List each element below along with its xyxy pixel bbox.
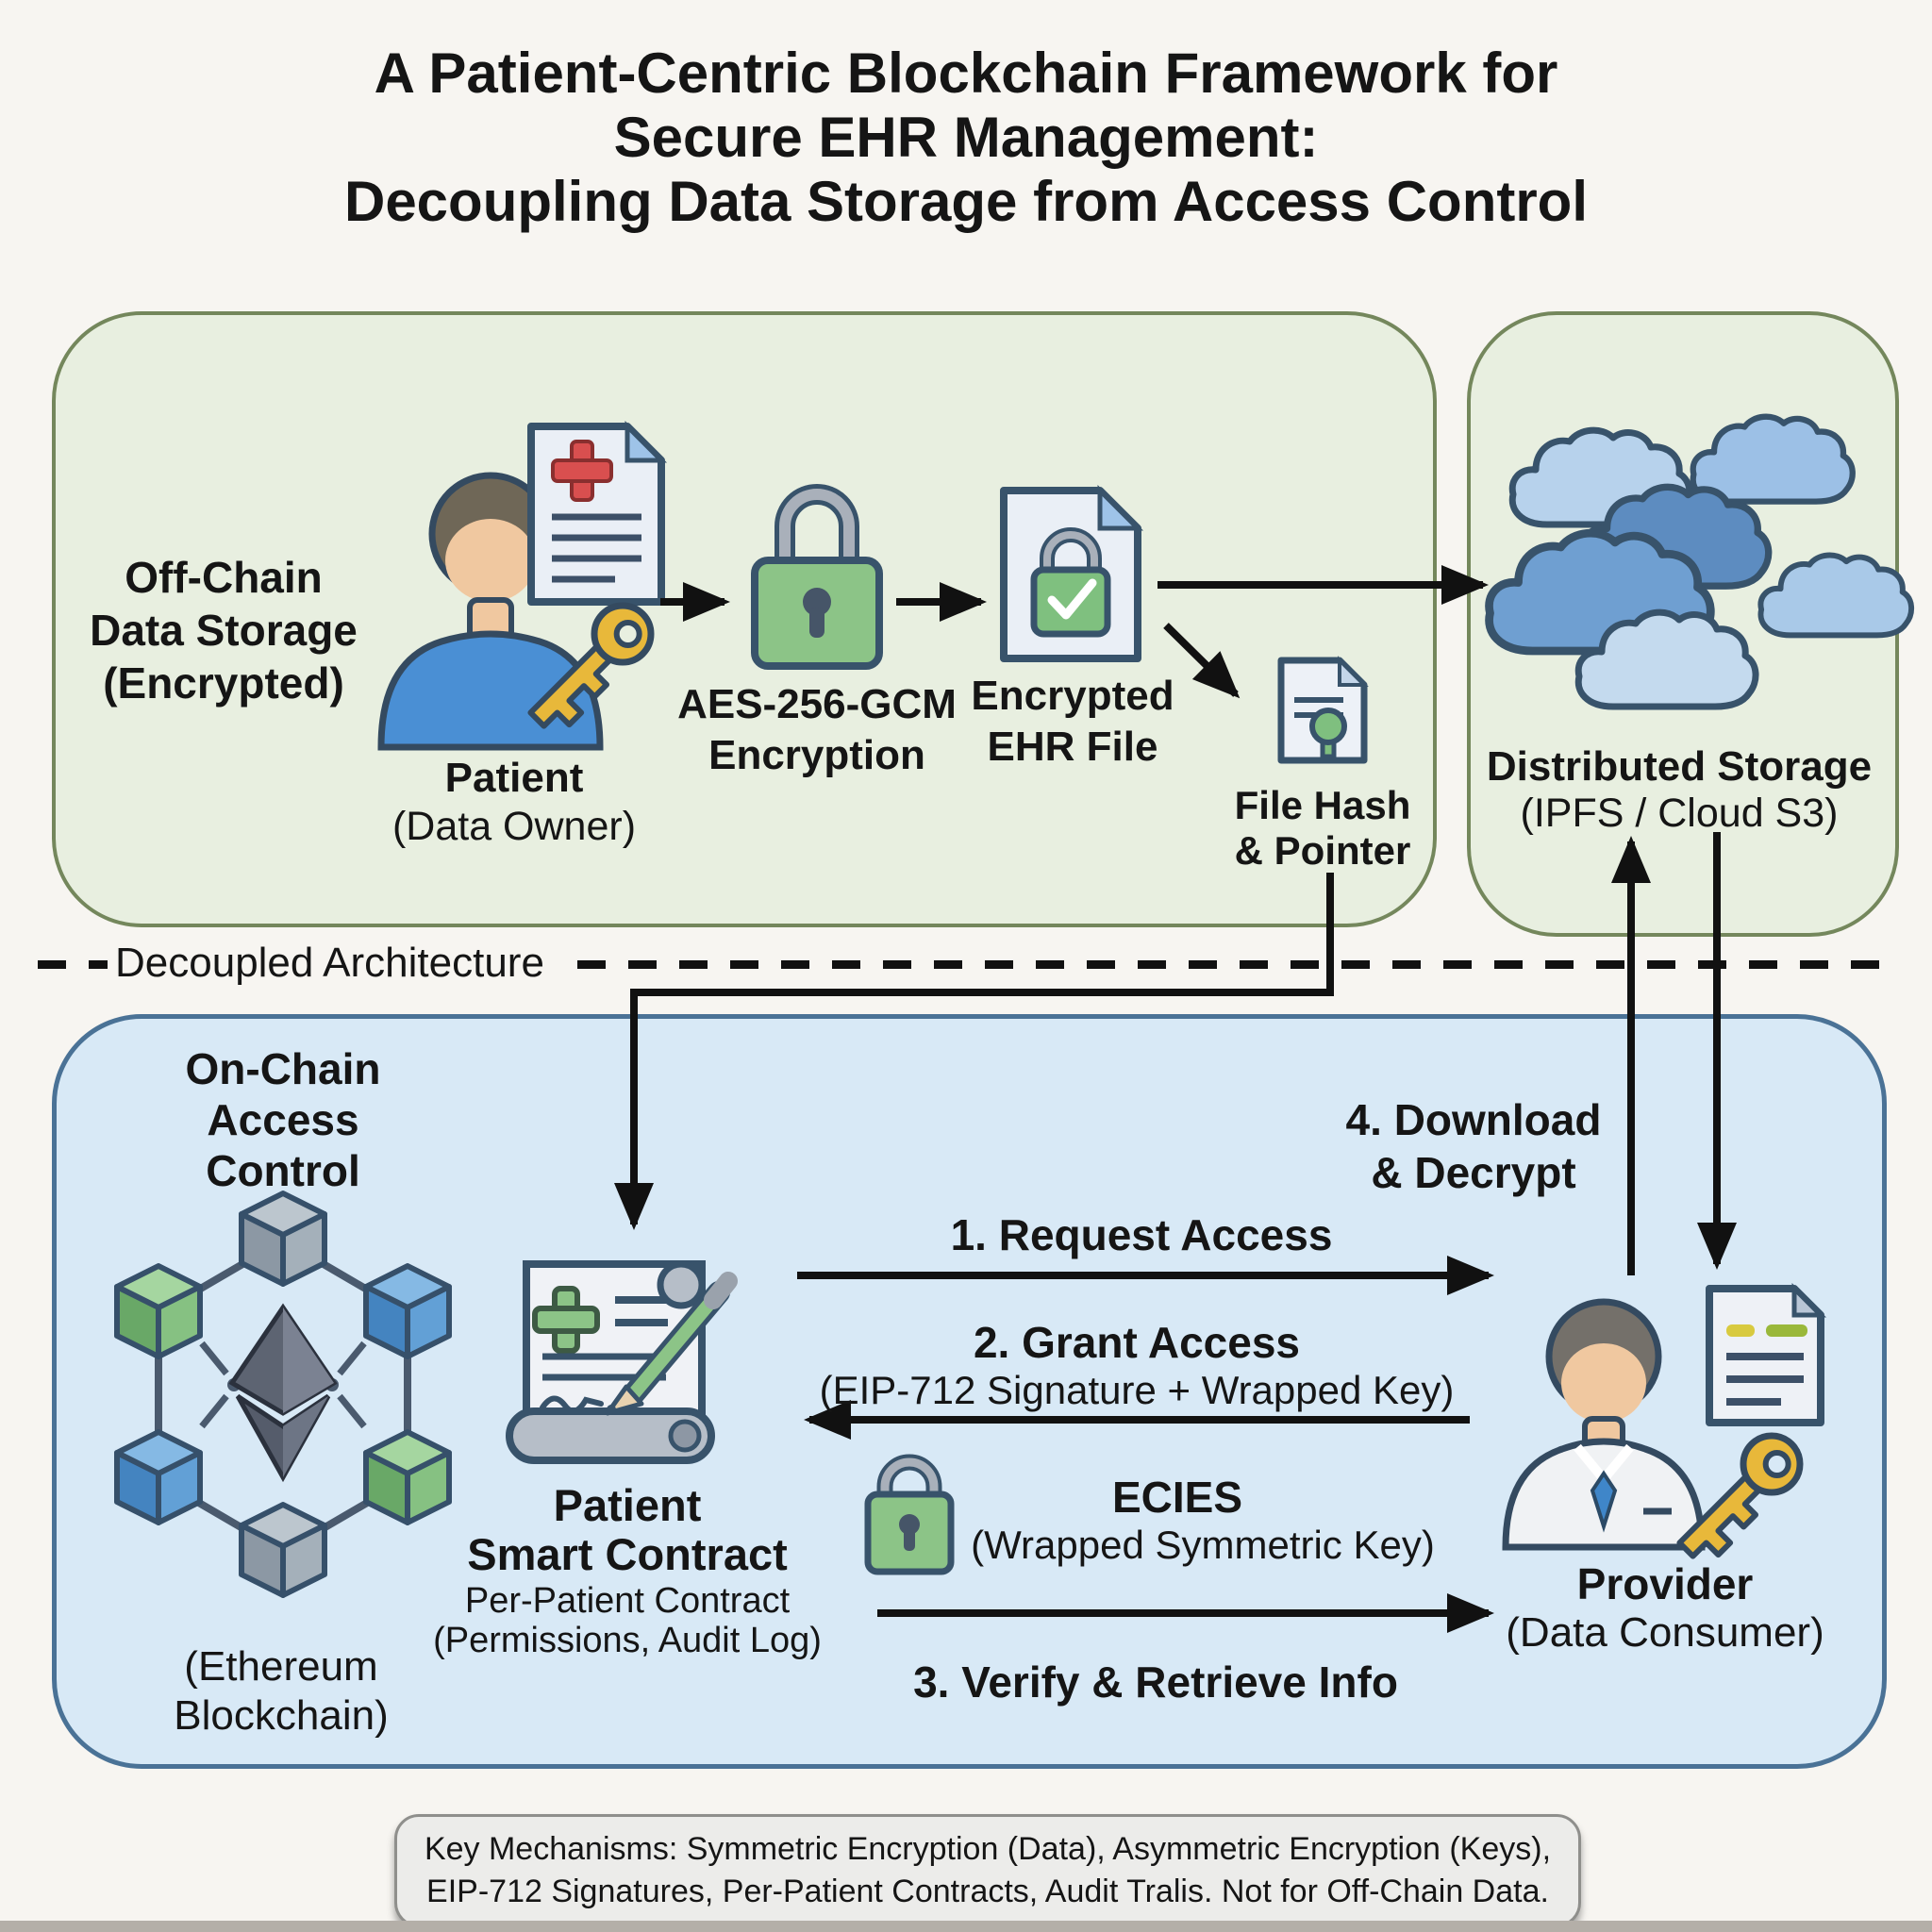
flow-step1-label: 1. Request Access: [950, 1210, 1333, 1259]
cloud-storage-icon: [1485, 413, 1915, 710]
arrow-hash-to-contract: [614, 873, 1334, 1230]
bottom-edge: [0, 1921, 1932, 1932]
contract-title-2: Smart Contract: [467, 1529, 788, 1579]
offchain-label-2: Data Storage: [90, 606, 358, 655]
page-title: A Patient-Centric Blockchain Framework f…: [0, 42, 1932, 234]
offchain-label-3: (Encrypted): [103, 658, 344, 708]
contract-sub-2: (Permissions, Audit Log): [433, 1621, 822, 1660]
ethereum-blockchain-icon: [114, 1191, 452, 1598]
aes-lock-icon: [751, 484, 883, 670]
flow-step4-label-2: & Decrypt: [1371, 1148, 1576, 1197]
divider-dash-right: [577, 960, 1900, 969]
footer-line1: Key Mechanisms: Symmetric Encryption (Da…: [424, 1831, 1552, 1867]
medical-record-icon: [527, 420, 668, 606]
ehr-label-2: EHR File: [987, 724, 1158, 770]
eth-caption-2: Blockchain): [174, 1692, 389, 1739]
provider-document-icon: [1706, 1282, 1827, 1426]
flow-step3-label: 3. Verify & Retrieve Info: [913, 1657, 1398, 1707]
pencil-icon: [605, 1272, 738, 1416]
title-line3: Decoupling Data Storage from Access Cont…: [343, 170, 1588, 233]
eth-caption-1: (Ethereum: [184, 1643, 378, 1690]
key-mechanisms-note: Key Mechanisms: Symmetric Encryption (Da…: [394, 1814, 1581, 1927]
smart-contract-icon: [506, 1260, 738, 1464]
divider-dash-left: [38, 960, 108, 969]
aes-label-2: Encryption: [708, 732, 925, 778]
ecies-lock-icon: [864, 1454, 955, 1575]
patient-label: Patient: [444, 755, 584, 801]
provider-key-icon: [1676, 1432, 1804, 1559]
provider-role-label: (Data Consumer): [1506, 1609, 1824, 1656]
flow-step2-label: 2. Grant Access: [973, 1318, 1301, 1367]
hash-label-1: File Hash: [1234, 783, 1411, 827]
file-hash-icon: [1277, 656, 1369, 764]
divider-label: Decoupled Architecture: [115, 940, 544, 986]
onchain-label-2: Access: [207, 1095, 359, 1144]
footer-line2: EIP-712 Signatures, Per-Patient Contract…: [426, 1874, 1549, 1909]
title-line1: A Patient-Centric Blockchain Framework f…: [374, 42, 1558, 105]
flow-ecies-sub-label: (Wrapped Symmetric Key): [971, 1523, 1435, 1567]
hash-label-2: & Pointer: [1234, 828, 1411, 873]
patient-role-label: (Data Owner): [391, 804, 637, 849]
onchain-label-3: Control: [206, 1146, 360, 1195]
flow-step4-label-1: 4. Download: [1345, 1095, 1602, 1144]
flow-ecies-label: ECIES: [1111, 1473, 1243, 1522]
onchain-label-1: On-Chain: [185, 1044, 381, 1093]
encrypted-ehr-file-icon: [1000, 484, 1144, 662]
ehr-label-1: Encrypted: [971, 673, 1174, 719]
offchain-box: [52, 311, 1437, 927]
patient-icon: [377, 472, 604, 751]
title-line2: Secure EHR Management:: [613, 106, 1319, 169]
offchain-label-1: Off-Chain: [125, 553, 323, 602]
contract-title-1: Patient: [553, 1480, 702, 1530]
storage-label-1: Distributed Storage: [1486, 743, 1873, 790]
flow-step2-sub-label: (EIP-712 Signature + Wrapped Key): [819, 1368, 1455, 1412]
storage-label-2: (IPFS / Cloud S3): [1520, 791, 1839, 836]
provider-label: Provider: [1576, 1559, 1754, 1608]
arrow-ehr-to-hash: [1163, 623, 1241, 699]
contract-sub-1: Per-Patient Contract: [464, 1581, 791, 1621]
aes-label-1: AES-256-GCM: [677, 681, 957, 727]
provider-icon: [1502, 1298, 1706, 1551]
patient-key-icon: [527, 602, 655, 729]
